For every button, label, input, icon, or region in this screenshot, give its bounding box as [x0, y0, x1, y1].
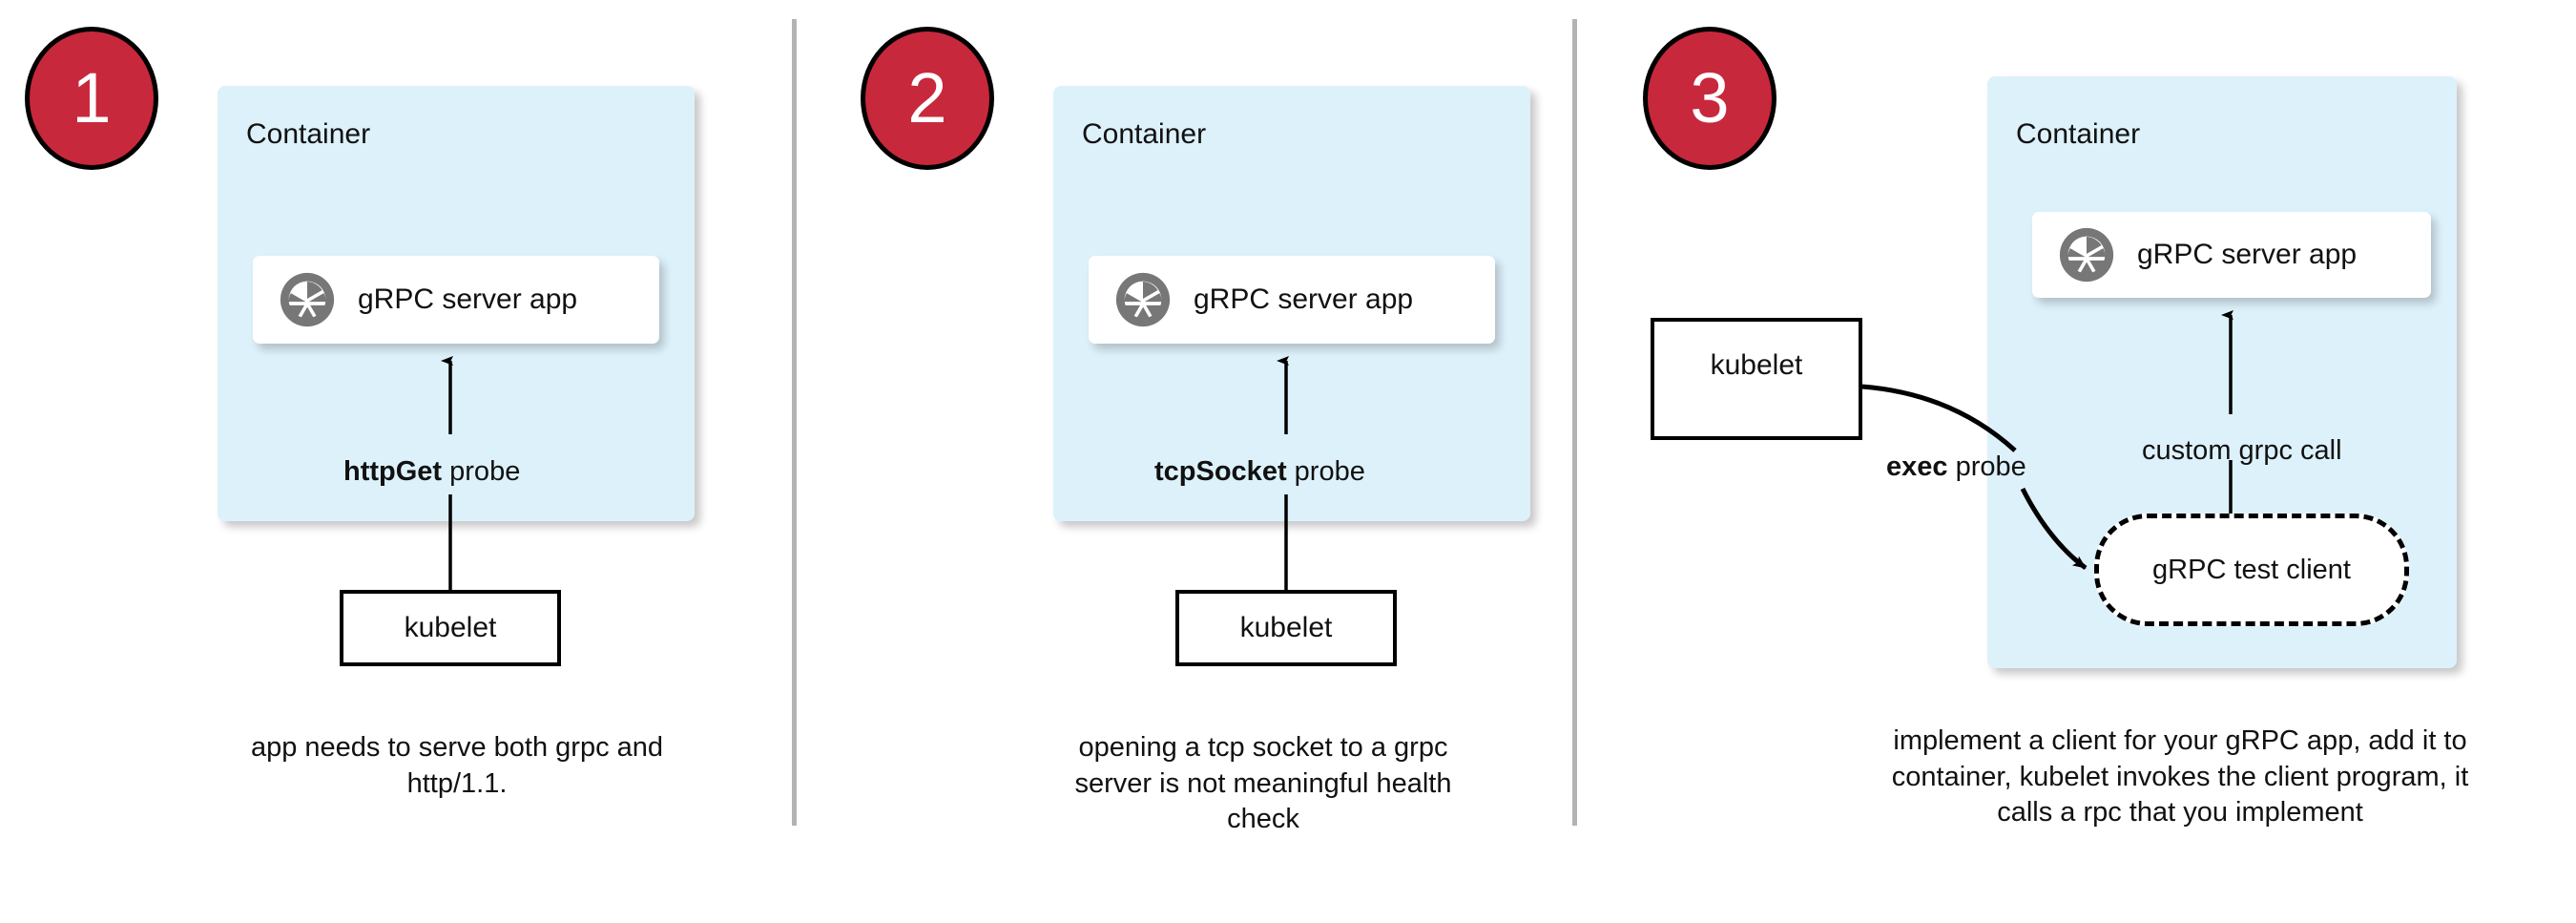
exec-probe-label-bold: exec — [1886, 451, 1948, 482]
kubelet-box-1: kubelet — [340, 590, 561, 666]
step-badge-3: 3 — [1643, 27, 1776, 170]
grpc-server-app-card-2: gRPC server app — [1089, 256, 1495, 344]
kubelet-label-3: kubelet — [1710, 349, 1803, 381]
step-badge-1: 1 — [25, 27, 158, 170]
panel-divider-1 — [792, 19, 797, 826]
kubelet-label-2: kubelet — [1239, 612, 1333, 643]
container-label-2: Container — [1082, 118, 1207, 150]
step-badge-2: 2 — [861, 27, 994, 170]
container-label-1: Container — [246, 118, 371, 150]
step-badge-1-number: 1 — [72, 58, 112, 137]
grpc-aperture-icon — [2059, 227, 2114, 283]
panel-caption-2: opening a tcp socket to a grpc server is… — [1074, 732, 1452, 835]
probe-label-2-bold: tcpSocket — [1154, 456, 1287, 487]
probe-label-1: httpGet probe — [343, 456, 520, 488]
panel-caption-1: app needs to serve both grpc and http/1.… — [250, 732, 664, 799]
grpc-server-app-card-1: gRPC server app — [253, 256, 659, 344]
grpc-aperture-icon — [1115, 272, 1171, 327]
probe-label-2: tcpSocket probe — [1154, 456, 1365, 488]
grpc-test-client-label: gRPC test client — [2152, 554, 2351, 585]
exec-probe-label-rest: probe — [1947, 451, 2026, 482]
grpc-aperture-icon — [280, 272, 335, 327]
grpc-test-client-box: gRPC test client — [2094, 514, 2409, 626]
custom-grpc-call-label: custom grpc call — [2142, 435, 2342, 466]
kubelet-box-2: kubelet — [1175, 590, 1397, 666]
grpc-server-app-card-3: gRPC server app — [2032, 212, 2431, 298]
panel-divider-2 — [1572, 19, 1577, 826]
grpc-server-app-label-1: gRPC server app — [358, 283, 578, 315]
container-label-3: Container — [2016, 118, 2141, 150]
probe-label-2-rest: probe — [1286, 456, 1365, 487]
panel-caption-3: implement a client for your gRPC app, ad… — [1891, 725, 2469, 829]
probe-label-1-rest: probe — [442, 456, 521, 487]
step-badge-3-number: 3 — [1690, 58, 1730, 137]
kubelet-box-3: kubelet — [1651, 318, 1862, 440]
exec-probe-label: exec probe — [1886, 451, 2026, 483]
probe-label-1-bold: httpGet — [343, 456, 443, 487]
kubelet-label-1: kubelet — [404, 612, 497, 643]
grpc-server-app-label-2: gRPC server app — [1194, 283, 1414, 315]
grpc-server-app-label-3: gRPC server app — [2137, 239, 2358, 270]
step-badge-2-number: 2 — [907, 58, 947, 137]
